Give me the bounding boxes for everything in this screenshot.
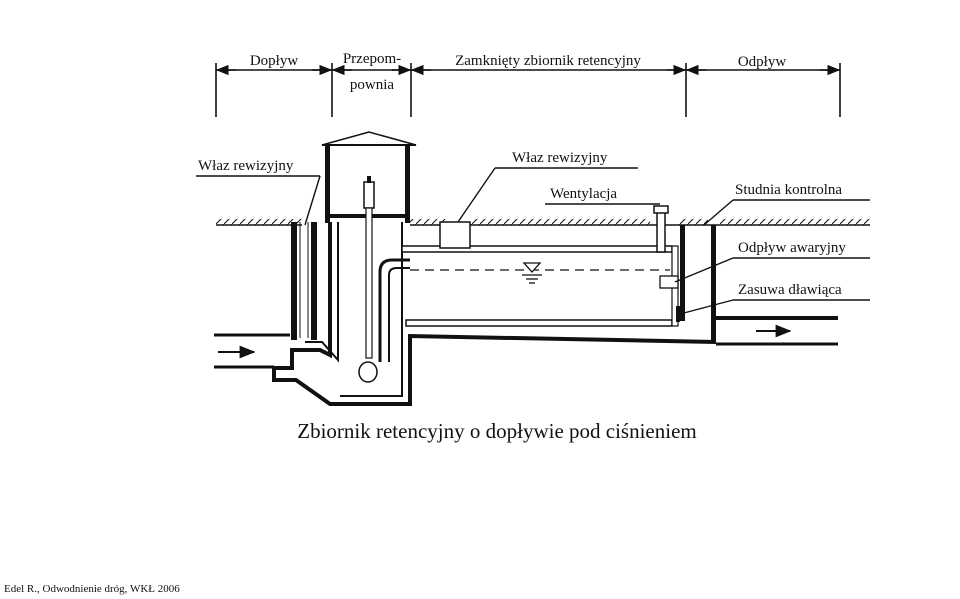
section-dimension-line xyxy=(215,63,841,117)
outflow-pipe xyxy=(716,316,838,346)
pumping-station xyxy=(272,131,717,406)
ground-surface xyxy=(216,219,870,226)
diagram-caption: Zbiornik retencyjny o dopływie pod ciśni… xyxy=(297,419,697,443)
callout-emergency-outflow: Odpływ awaryjny xyxy=(738,240,846,256)
callout-leaders xyxy=(196,167,870,315)
callout-manhole-left: Właz rewizyjny xyxy=(198,158,294,174)
retention-tank xyxy=(401,205,679,327)
section-pumping-label-1: Przepom- xyxy=(343,51,401,67)
section-tank-label: Zamknięty zbiornik retencyjny xyxy=(455,53,641,69)
section-inflow-label: Dopływ xyxy=(250,53,299,69)
callout-ventilation: Wentylacja xyxy=(550,186,617,202)
inflow-manhole xyxy=(291,222,317,340)
control-well xyxy=(659,225,716,343)
section-pumping-label-2: pownia xyxy=(350,77,395,93)
callout-control-well: Studnia kontrolna xyxy=(735,182,842,198)
inflow-pipe xyxy=(214,333,290,369)
source-credit: Edel R., Odwodnienie dróg, WKŁ 2006 xyxy=(4,583,180,595)
callout-manhole-tank: Właz rewizyjny xyxy=(512,150,608,166)
section-outflow-label: Odpływ xyxy=(738,54,787,70)
callout-throttle-valve: Zasuwa dławiąca xyxy=(738,282,842,298)
